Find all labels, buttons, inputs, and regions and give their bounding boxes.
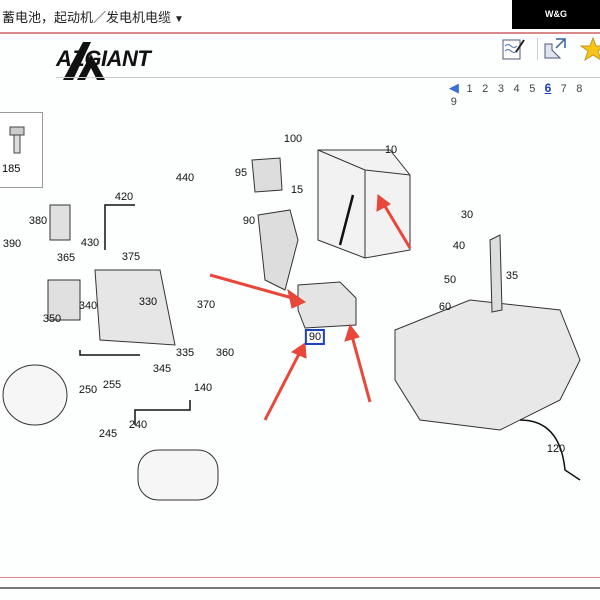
callout-30[interactable]: 30 (460, 209, 474, 221)
callout-430[interactable]: 430 (80, 237, 100, 249)
brand-badge: W&G (512, 0, 600, 29)
notes-edit-icon[interactable] (500, 36, 526, 62)
arrow-4 (381, 202, 412, 249)
arrow-3 (350, 335, 372, 403)
callout-90-highlighted[interactable]: 90 (304, 329, 326, 345)
callout-50[interactable]: 50 (443, 274, 457, 286)
azgiant-logo-icon (63, 42, 105, 80)
alternator-part (2, 364, 68, 426)
image-zoom-icon[interactable] (542, 36, 568, 62)
callout-60[interactable]: 60 (438, 301, 452, 313)
callout-345[interactable]: 345 (152, 363, 172, 375)
callout-420[interactable]: 420 (114, 191, 134, 203)
callout-100[interactable]: 100 (283, 133, 303, 145)
parts-drawing (2, 149, 581, 501)
breadcrumb-text: 蓄电池，起动机／发电机电缆 (2, 10, 172, 25)
page-1[interactable]: 1 (466, 83, 473, 95)
title-bar: 蓄电池，起动机／发电机电缆▼ W&G (0, 0, 600, 34)
callout-375[interactable]: 375 (121, 251, 141, 263)
page-8[interactable]: 8 (576, 83, 583, 95)
toolbar-separator (537, 38, 538, 60)
callout-335[interactable]: 335 (175, 347, 195, 359)
callout-140[interactable]: 140 (193, 382, 213, 394)
callout-350[interactable]: 350 (42, 313, 62, 325)
dropdown-arrow-icon: ▼ (174, 14, 184, 25)
fuse-box-part (297, 281, 357, 329)
callout-95[interactable]: 95 (234, 167, 248, 179)
page-5[interactable]: 5 (529, 83, 536, 95)
prev-page-icon[interactable]: ◀ (448, 80, 459, 95)
starter-part (137, 449, 219, 501)
engine-part (394, 299, 581, 431)
callout-380[interactable]: 380 (28, 215, 48, 227)
bracket-part (257, 209, 299, 291)
part-thumbnail-label: 185 (2, 163, 21, 175)
page-6-current[interactable]: 6 (544, 81, 552, 95)
callout-15[interactable]: 15 (290, 184, 304, 196)
callout-370[interactable]: 370 (196, 299, 216, 311)
callout-255[interactable]: 255 (102, 379, 122, 391)
callout-390[interactable]: 390 (2, 238, 22, 250)
arrow-2 (263, 351, 302, 421)
breadcrumb-dropdown[interactable]: 蓄电池，起动机／发电机电缆▼ (2, 7, 184, 26)
callout-440[interactable]: 440 (175, 172, 195, 184)
page-4[interactable]: 4 (513, 83, 520, 95)
callout-360[interactable]: 360 (215, 347, 235, 359)
callout-240[interactable]: 240 (128, 419, 148, 431)
leader-lines (79, 194, 581, 481)
callout-40[interactable]: 40 (452, 240, 466, 252)
page-9[interactable]: 9 (450, 96, 457, 108)
arrow-1 (209, 273, 297, 301)
callout-90-bracket[interactable]: 90 (242, 215, 256, 227)
brand-badge-text: W&G (545, 9, 567, 19)
callout-10[interactable]: 10 (384, 144, 398, 156)
battery-part (317, 149, 411, 259)
page-3[interactable]: 3 (497, 83, 504, 95)
favorite-star-icon[interactable] (580, 36, 600, 62)
callout-330[interactable]: 330 (138, 296, 158, 308)
part-thumbnail-185[interactable]: 185 (0, 112, 43, 188)
callout-35[interactable]: 35 (505, 270, 519, 282)
footer-divider-gray (0, 587, 600, 589)
logo-text: AZGIANT (56, 46, 151, 71)
divider (56, 77, 600, 78)
bolt-icon (9, 126, 25, 154)
page-7[interactable]: 7 (560, 83, 567, 95)
red-arrows (209, 194, 412, 421)
callout-245[interactable]: 245 (98, 428, 118, 440)
cable-holder-part (94, 269, 176, 346)
callout-365[interactable]: 365 (56, 252, 76, 264)
page-2[interactable]: 2 (482, 83, 489, 95)
callout-340[interactable]: 340 (78, 300, 98, 312)
footer-divider-red (0, 577, 600, 578)
callout-120[interactable]: 120 (546, 443, 566, 455)
callout-250[interactable]: 250 (78, 384, 98, 396)
